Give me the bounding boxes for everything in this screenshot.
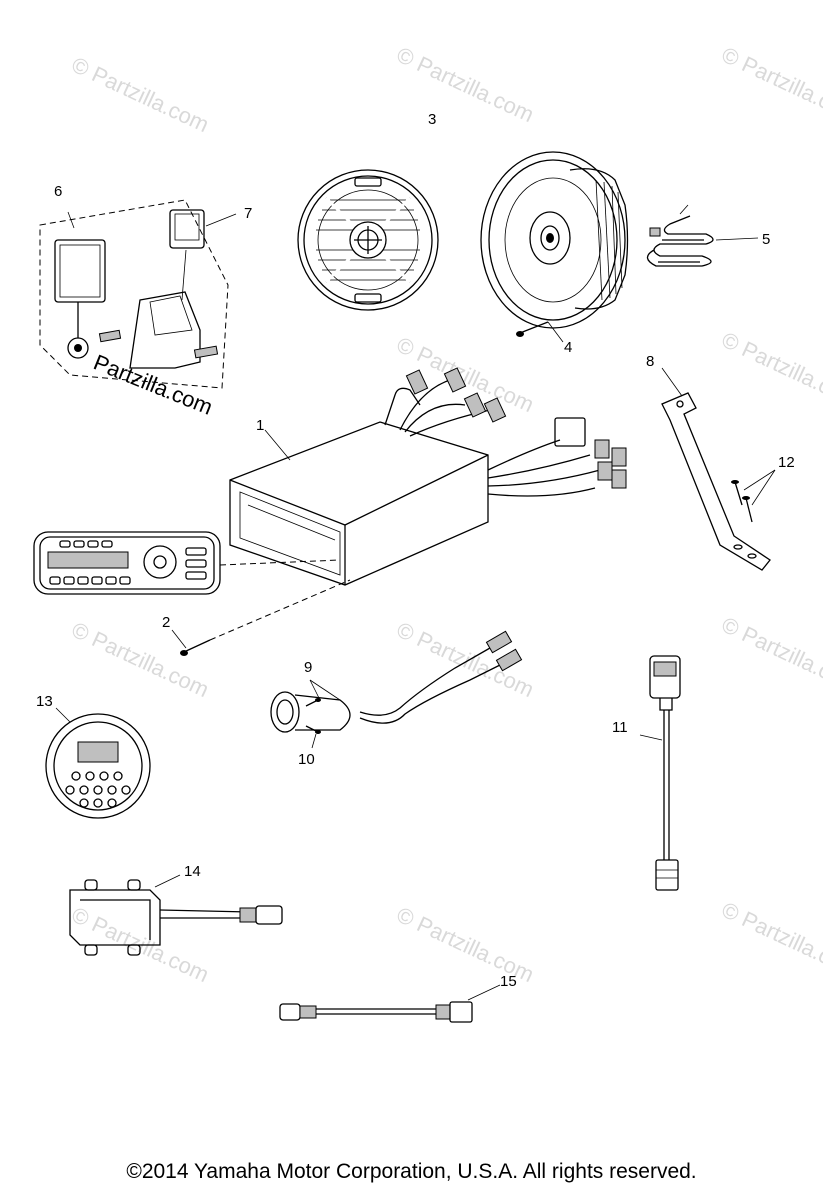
stereo-head-unit-1 — [229, 367, 627, 586]
callout-2: 2 — [162, 614, 170, 631]
screw-4 — [516, 321, 564, 343]
aux-input-9-10 — [270, 630, 523, 749]
callout-14: 14 — [184, 863, 201, 880]
callout-1: 1 — [256, 417, 264, 434]
callout-10: 10 — [298, 751, 315, 768]
watermark: © Partzilla.com — [68, 52, 213, 137]
callout-4: 4 — [564, 339, 572, 356]
round-remote-13 — [45, 707, 151, 819]
watermark: © Partzilla.com — [393, 42, 538, 127]
watermark-inline: Partzilla.com — [90, 349, 216, 419]
bracket-8 — [661, 367, 771, 571]
callout-13: 13 — [36, 693, 53, 710]
remote-kit-6 — [39, 199, 229, 389]
speaker-driver — [480, 151, 629, 329]
dock-cradle-7 — [98, 209, 237, 369]
callout-6: 6 — [54, 183, 62, 200]
wire-harness-5 — [646, 204, 759, 267]
watermark: © Partzilla.com — [68, 617, 213, 702]
watermark: © Partzilla.com — [718, 897, 823, 982]
screw-2 — [171, 579, 351, 656]
callout-15: 15 — [500, 973, 517, 990]
copyright-notice: ©2014 Yamaha Motor Corporation, U.S.A. A… — [126, 1160, 697, 1183]
callout-labels: 1 2 3 4 5 6 7 8 9 10 11 12 13 14 15 — [36, 111, 795, 990]
bluetooth-module-14 — [69, 874, 283, 956]
extension-cable-15 — [279, 984, 501, 1023]
speaker-grille — [297, 169, 439, 311]
watermark: © Partzilla.com — [718, 327, 823, 412]
callout-5: 5 — [762, 231, 770, 248]
ipod-cable-11 — [639, 655, 681, 891]
faceplate — [33, 531, 341, 595]
callout-8: 8 — [646, 353, 654, 370]
screws-12 — [731, 469, 776, 523]
watermark: © Partzilla.com — [718, 42, 823, 127]
callout-7: 7 — [244, 205, 252, 222]
watermark-group: © Partzilla.com © Partzilla.com © Partzi… — [68, 42, 823, 987]
callout-12: 12 — [778, 454, 795, 471]
callout-11: 11 — [612, 719, 628, 736]
callout-3: 3 — [428, 111, 436, 128]
callout-9: 9 — [304, 659, 312, 676]
watermark: © Partzilla.com — [718, 612, 823, 697]
